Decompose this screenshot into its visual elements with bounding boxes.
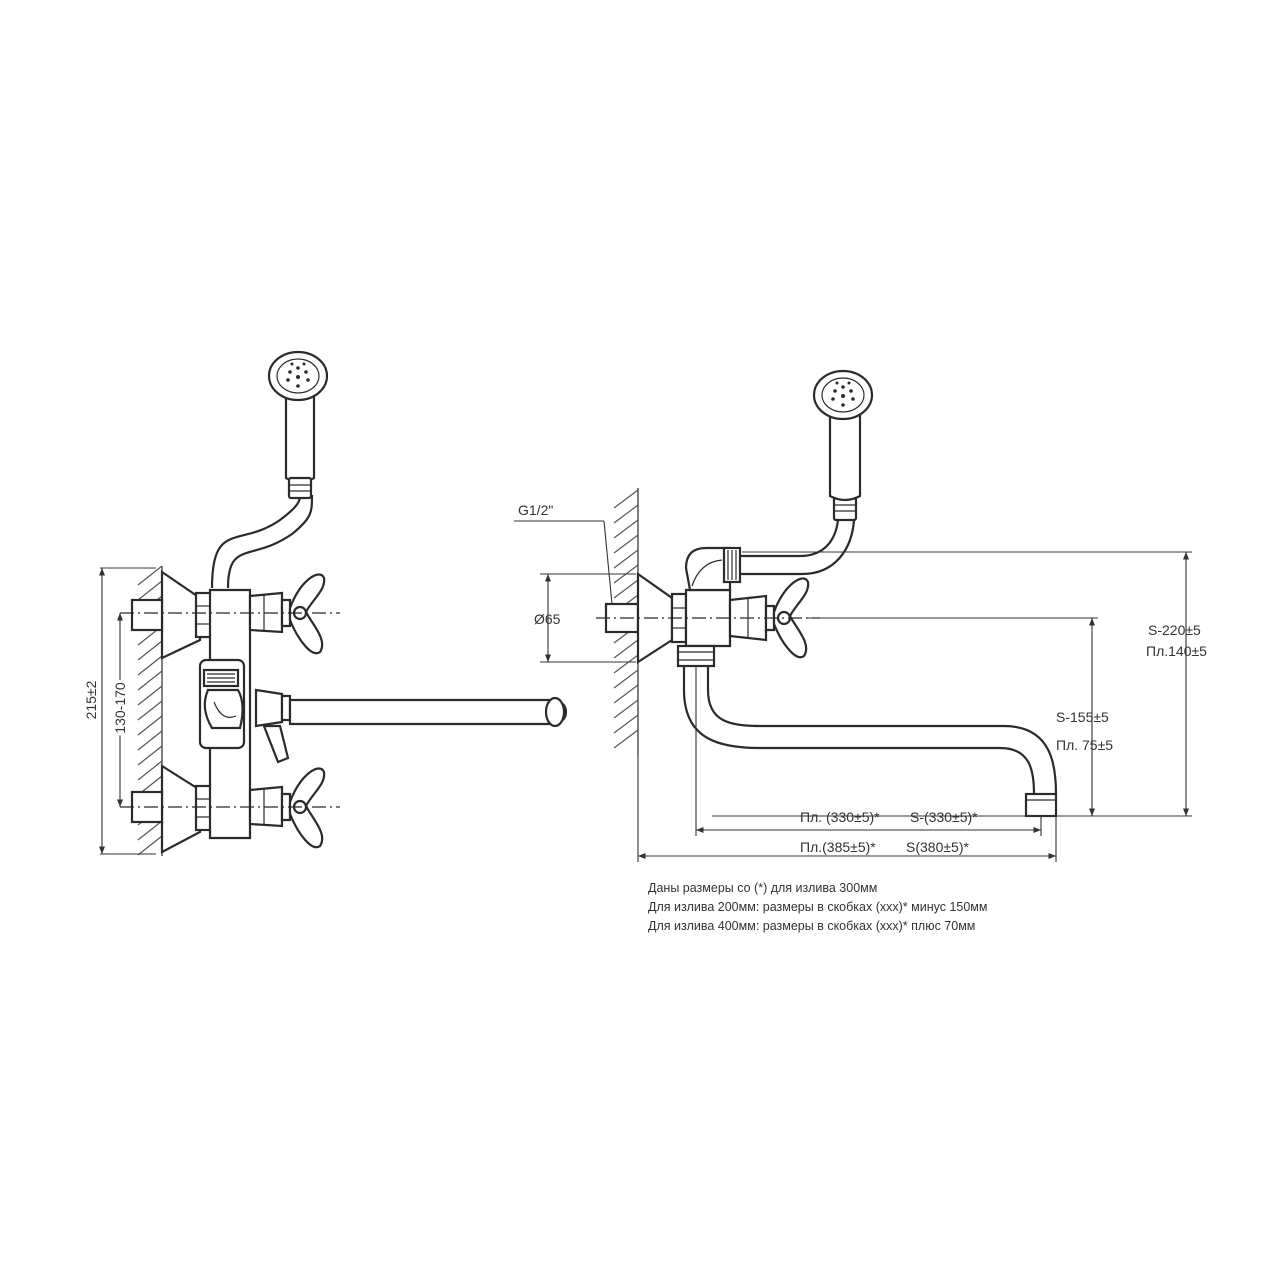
reach-pl-spout-label: Пл. (330±5)* — [800, 809, 880, 825]
front-connector-top — [130, 598, 164, 632]
thread-label: G1/2" — [518, 502, 553, 518]
height-pl-spout-label: Пл. 75±5 — [1056, 737, 1113, 753]
note-line-2: Для излива 200мм: размеры в скобках (ххх… — [648, 900, 987, 914]
reach-s-spout-label: S-(330±5)* — [910, 809, 978, 825]
front-shower-head — [267, 350, 329, 500]
reach-s-total-label: S(380±5)* — [906, 839, 969, 855]
front-hose-inner — [226, 494, 314, 589]
side-shower-head — [812, 369, 874, 522]
side-spout-outer — [682, 666, 1036, 795]
side-hose-inner — [740, 519, 856, 576]
height-s-shower-label: S-220±5 — [1148, 622, 1201, 638]
front-view — [98, 350, 568, 856]
side-spout-nut — [676, 644, 716, 668]
front-escutcheon-bottom — [160, 764, 202, 854]
spacing-label: 130-170 — [112, 682, 128, 734]
side-aerator — [1024, 792, 1058, 818]
reach-pl-total-label: Пл.(385±5)* — [800, 839, 876, 855]
height-s-spout-label: S-155±5 — [1056, 709, 1109, 725]
side-view — [514, 369, 1192, 862]
height-pl-shower-label: Пл.140±5 — [1146, 643, 1207, 659]
note-line-3: Для излива 400мм: размеры в скобках (ххх… — [648, 919, 975, 933]
front-hose-outer — [210, 494, 302, 589]
side-spout-inner — [706, 666, 1058, 795]
front-spout-pipe — [288, 698, 568, 726]
front-escutcheon-top — [160, 569, 202, 660]
note-line-1: Даны размеры со (*) для излива 300мм — [648, 881, 877, 895]
diameter-label: Ø65 — [534, 611, 561, 627]
front-spout-collar — [254, 688, 284, 728]
height-total-label: 215±2 — [83, 680, 99, 719]
side-hose-outer — [740, 519, 840, 558]
